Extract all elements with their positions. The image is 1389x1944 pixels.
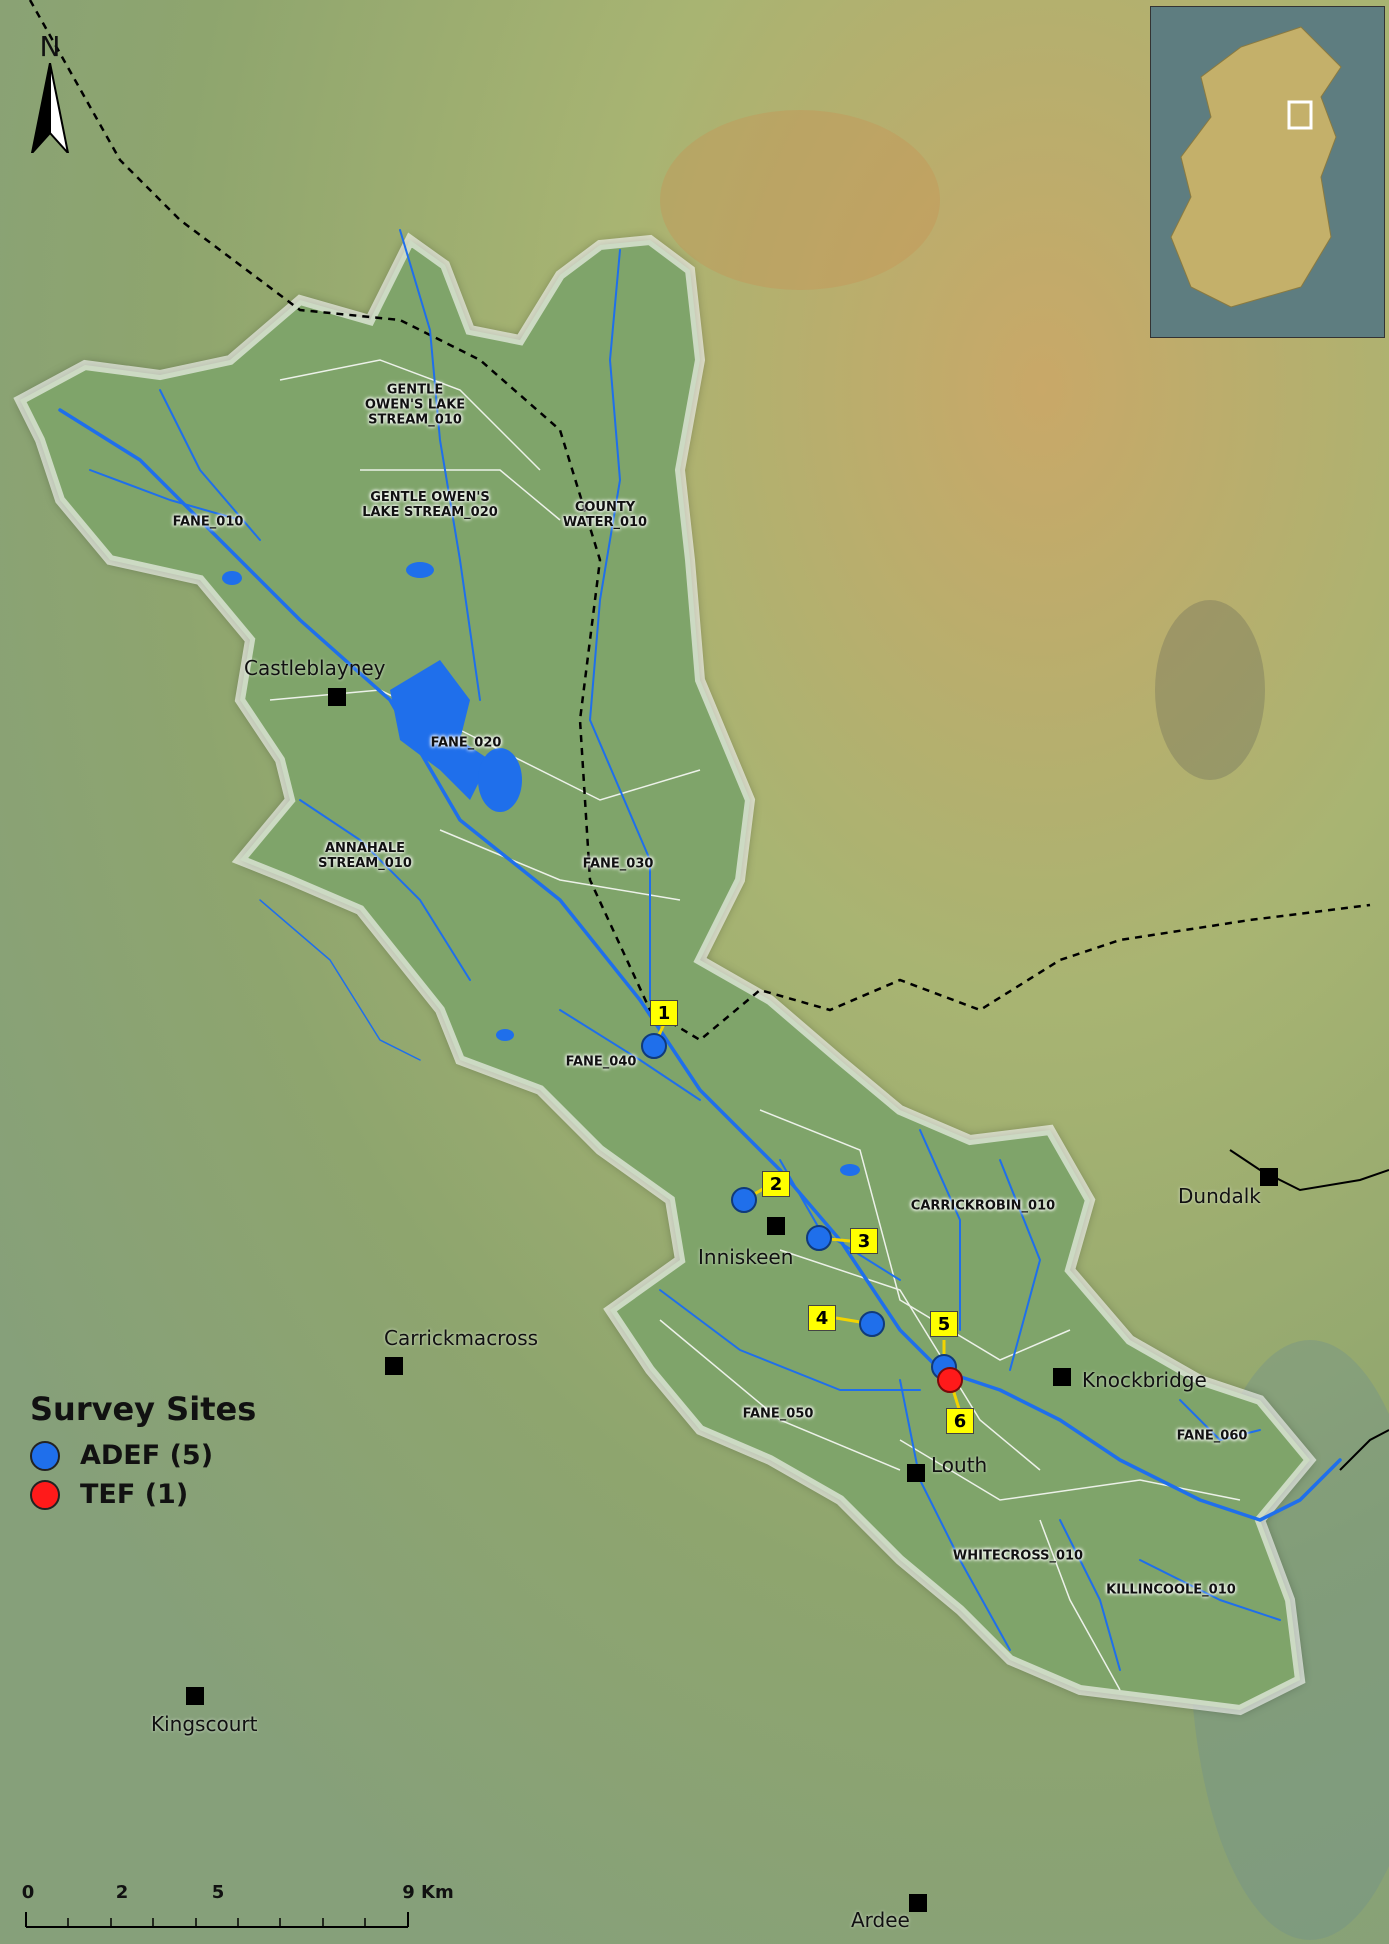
town-marker — [1260, 1168, 1278, 1186]
north-arrow: N — [30, 30, 70, 157]
scale-tick-label: 0 — [21, 1882, 35, 1903]
inset-map — [1150, 6, 1385, 338]
waterbody-label: FANE_010 — [172, 514, 244, 530]
waterbody-label: FANE_060 — [1176, 1428, 1248, 1444]
town-label: Dundalk — [1178, 1184, 1261, 1208]
waterbody-label: WHITECROSS_010 — [952, 1548, 1084, 1564]
survey-site-tag[interactable]: 3 — [850, 1228, 878, 1254]
town-marker — [385, 1357, 403, 1375]
waterbody-label: CARRICKROBIN_010 — [910, 1198, 1056, 1214]
ireland-inset-icon — [1170, 26, 1342, 308]
waterbody-label: GENTLE OWEN'S LAKE STREAM_020 — [362, 490, 498, 520]
adef-dot-icon — [30, 1440, 60, 1471]
legend-item-label: ADEF (5) — [80, 1440, 214, 1471]
town-marker — [767, 1217, 785, 1235]
town-marker — [328, 688, 346, 706]
town-label: Louth — [931, 1453, 988, 1477]
survey-site-tag[interactable]: 6 — [946, 1408, 974, 1434]
legend: Survey Sites ADEF (5) TEF (1) — [30, 1390, 256, 1518]
legend-item-tef: TEF (1) — [30, 1479, 256, 1510]
town-marker — [909, 1894, 927, 1912]
survey-site-marker[interactable] — [937, 1367, 963, 1393]
waterbody-label: COUNTY WATER_010 — [562, 500, 648, 530]
survey-site-tag[interactable]: 1 — [650, 1000, 678, 1026]
town-marker — [186, 1687, 204, 1705]
survey-site-tag[interactable]: 4 — [808, 1305, 836, 1331]
tef-dot-icon — [30, 1479, 60, 1510]
survey-site-marker[interactable] — [806, 1225, 832, 1251]
town-label: Castleblayney — [244, 656, 386, 680]
scale-tick-label: 9 Km — [402, 1882, 454, 1903]
border-line — [28, 0, 1371, 1042]
legend-title: Survey Sites — [30, 1390, 257, 1428]
legend-item-adef: ADEF (5) — [30, 1440, 256, 1471]
waterbody-label: FANE_020 — [430, 735, 502, 751]
survey-site-tag[interactable]: 2 — [762, 1171, 790, 1197]
survey-site-tag[interactable]: 5 — [930, 1311, 958, 1337]
waterbody-label: FANE_050 — [742, 1406, 814, 1422]
waterbody-label: GENTLE OWEN'S LAKE STREAM_010 — [364, 382, 466, 428]
waterbody-label: ANNAHALE STREAM_010 — [318, 841, 412, 871]
town-label: Carrickmacross — [384, 1326, 539, 1350]
survey-site-marker[interactable] — [859, 1311, 885, 1337]
scale-tick-label: 2 — [115, 1882, 129, 1903]
legend-item-label: TEF (1) — [80, 1479, 189, 1510]
town-marker — [1053, 1368, 1071, 1386]
town-marker — [907, 1464, 925, 1482]
survey-site-marker[interactable] — [731, 1187, 757, 1213]
town-label: Kingscourt — [151, 1712, 258, 1736]
north-arrow-icon — [30, 62, 70, 157]
waterbody-label: FANE_040 — [565, 1054, 637, 1070]
scale-tick-label: 5 — [211, 1882, 225, 1903]
scale-bar-graphic — [25, 1912, 409, 1928]
town-label: Knockbridge — [1082, 1368, 1207, 1392]
town-label: Ardee — [851, 1908, 910, 1932]
waterbody-label: FANE_030 — [582, 856, 654, 872]
waterbody-label: KILLINCOOLE_010 — [1106, 1582, 1236, 1598]
town-label: Inniskeen — [698, 1245, 794, 1269]
north-label: N — [39, 30, 61, 63]
survey-site-marker[interactable] — [641, 1033, 667, 1059]
